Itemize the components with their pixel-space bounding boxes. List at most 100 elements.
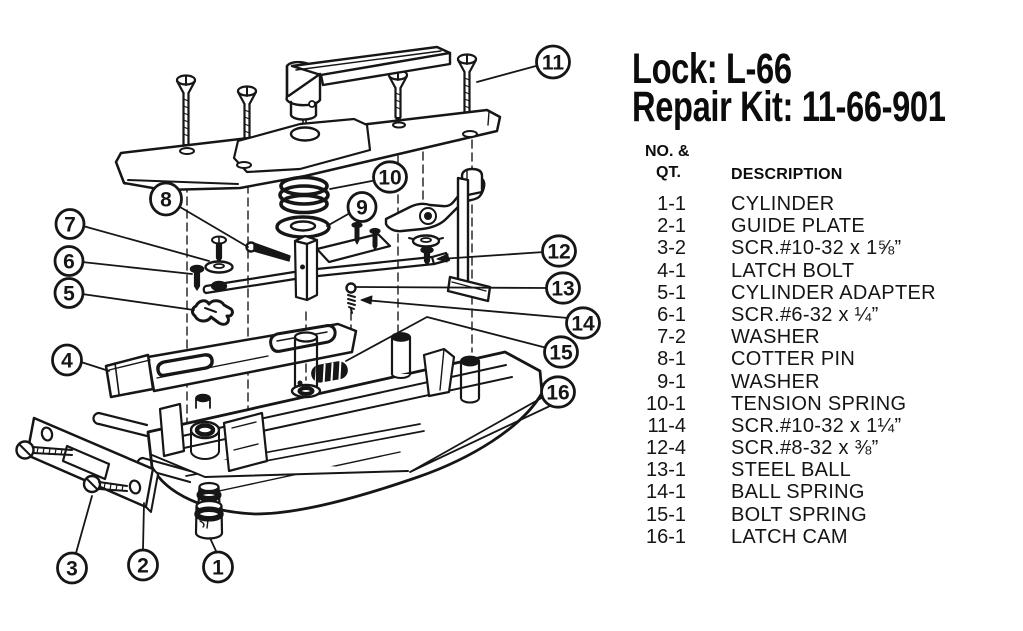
callout-15: 15 bbox=[543, 335, 579, 369]
part-no-qt: 12-4 bbox=[645, 437, 686, 460]
column-header-no-qt-line2: QT. bbox=[656, 164, 681, 181]
part-description: WASHER bbox=[731, 370, 820, 393]
callout-6: 6 bbox=[53, 245, 85, 277]
callout-number: 11 bbox=[542, 52, 565, 75]
callout-12: 12 bbox=[541, 234, 577, 268]
part-no-qt: 11-4 bbox=[647, 414, 686, 437]
parts-list-row: 16-1 LATCH CAM bbox=[636, 526, 936, 548]
part-description: WASHER bbox=[731, 326, 820, 349]
cylinder-part bbox=[194, 481, 224, 540]
part-no-qt: 14-1 bbox=[645, 481, 686, 504]
part-no-qt: 16-1 bbox=[645, 525, 686, 548]
callout-number: 14 bbox=[571, 313, 595, 336]
title-repair-kit: Repair Kit: 11-66-901 bbox=[632, 83, 946, 131]
part-description: SCR.#10-32 x 1¼” bbox=[731, 414, 902, 437]
top-cover-plate bbox=[114, 108, 502, 192]
callout-13: 13 bbox=[545, 271, 581, 305]
callout-number: 5 bbox=[63, 283, 75, 306]
callout-11: 11 bbox=[535, 44, 571, 80]
part-no-qt: 7-2 bbox=[657, 326, 686, 349]
parts-list-row: 9-1 WASHER bbox=[636, 371, 936, 393]
part-no-qt: 4-1 bbox=[657, 259, 686, 282]
part-no-qt: 6-1 bbox=[657, 303, 686, 326]
callout-number: 12 bbox=[547, 241, 570, 264]
parts-list-row: 8-1 COTTER PIN bbox=[636, 348, 936, 370]
part-description: BOLT SPRING bbox=[731, 503, 867, 526]
part-description: COTTER PIN bbox=[731, 348, 856, 371]
cotter-pin bbox=[245, 241, 291, 262]
ball-spring bbox=[347, 294, 356, 314]
callout-16: 16 bbox=[540, 375, 576, 409]
part-no-qt: 9-1 bbox=[657, 370, 686, 393]
part-no-qt: 15-1 bbox=[645, 503, 686, 526]
tension-spring bbox=[278, 175, 330, 215]
column-header-description: DESCRIPTION bbox=[731, 166, 843, 183]
callout-2: 2 bbox=[127, 548, 159, 582]
callout-number: 16 bbox=[546, 382, 569, 405]
callout-number: 3 bbox=[66, 558, 78, 581]
part-description: LATCH CAM bbox=[731, 525, 848, 548]
lock-body bbox=[146, 331, 544, 516]
part-description: TENSION SPRING bbox=[731, 392, 907, 415]
cylinder-adapter bbox=[191, 299, 234, 326]
callout-number: 6 bbox=[63, 251, 75, 274]
part-description: CYLINDER ADAPTER bbox=[731, 281, 936, 304]
mounting-screws bbox=[175, 53, 478, 164]
callout-14: 14 bbox=[565, 306, 601, 340]
small-screws-plate bbox=[315, 221, 392, 264]
parts-list-row: 11-4 SCR.#10-32 x 1¼” bbox=[636, 415, 936, 437]
part-no-qt: 8-1 bbox=[657, 348, 686, 371]
parts-list-row: 13-1 STEEL BALL bbox=[636, 459, 936, 481]
part-description: BALL SPRING bbox=[731, 481, 865, 504]
steel-ball bbox=[345, 282, 357, 294]
callout-number: 8 bbox=[160, 189, 172, 212]
parts-list-row: 10-1 TENSION SPRING bbox=[636, 393, 936, 415]
callouts: 1 2 3 4 5 6 7 8 9 10 11 12 13 14 15 16 bbox=[51, 44, 601, 585]
part-no-qt: 2-1 bbox=[657, 215, 686, 238]
part-description: CYLINDER bbox=[731, 193, 835, 215]
part-description: SCR.#6-32 x ¼” bbox=[731, 303, 879, 326]
title-lock-model: Lock: L-66 bbox=[632, 45, 792, 93]
part-no-qt: 3-2 bbox=[657, 237, 686, 260]
part-description: SCR.#8-32 x ⅜” bbox=[731, 437, 879, 460]
part-no-qt: 1-1 bbox=[657, 193, 686, 215]
callout-8: 8 bbox=[149, 181, 183, 217]
parts-list-row: 7-2 WASHER bbox=[636, 326, 936, 348]
callout-number: 4 bbox=[61, 350, 73, 373]
parts-list-row: 2-1 GUIDE PLATE bbox=[636, 215, 936, 237]
callout-number: 10 bbox=[378, 167, 401, 190]
parts-list-row: 1-1 CYLINDER bbox=[636, 193, 936, 215]
callout-number: 13 bbox=[551, 278, 574, 301]
parts-list-row: 4-1 LATCH BOLT bbox=[636, 260, 936, 282]
callout-number: 1 bbox=[212, 557, 224, 580]
column-header-no-qt-line1: NO. & bbox=[645, 143, 690, 160]
callout-4: 4 bbox=[51, 343, 83, 377]
parts-list-row: 15-1 BOLT SPRING bbox=[636, 504, 936, 526]
callout-3: 3 bbox=[56, 551, 88, 585]
washer-upper bbox=[275, 215, 331, 239]
part-no-qt: 13-1 bbox=[645, 459, 686, 482]
parts-list-row: 14-1 BALL SPRING bbox=[636, 481, 936, 503]
part-no-qt: 10-1 bbox=[645, 392, 686, 415]
parts-list-row: 6-1 SCR.#6-32 x ¼” bbox=[636, 304, 936, 326]
page-title: Lock: L-66 Repair Kit: 11-66-901 bbox=[632, 45, 946, 131]
link-bar bbox=[202, 251, 451, 295]
parts-list-row: 12-4 SCR.#8-32 x ⅜” bbox=[636, 437, 936, 459]
callout-number: 7 bbox=[64, 214, 76, 237]
callout-10: 10 bbox=[372, 160, 408, 194]
part-description: STEEL BALL bbox=[731, 459, 852, 482]
callout-7: 7 bbox=[54, 208, 86, 240]
part-description: GUIDE PLATE bbox=[731, 215, 866, 238]
part-no-qt: 5-1 bbox=[657, 281, 686, 304]
part-description: LATCH BOLT bbox=[731, 259, 855, 282]
callout-9: 9 bbox=[346, 191, 378, 223]
bell-crank bbox=[384, 167, 492, 303]
callout-number: 9 bbox=[356, 197, 368, 220]
exploded-view-drawing: 1 2 3 4 5 6 7 8 9 10 11 12 13 14 15 16 bbox=[15, 44, 601, 585]
leader-lines bbox=[75, 65, 569, 554]
parts-list-row: 5-1 CYLINDER ADAPTER bbox=[636, 282, 936, 304]
small-screw bbox=[189, 264, 205, 291]
